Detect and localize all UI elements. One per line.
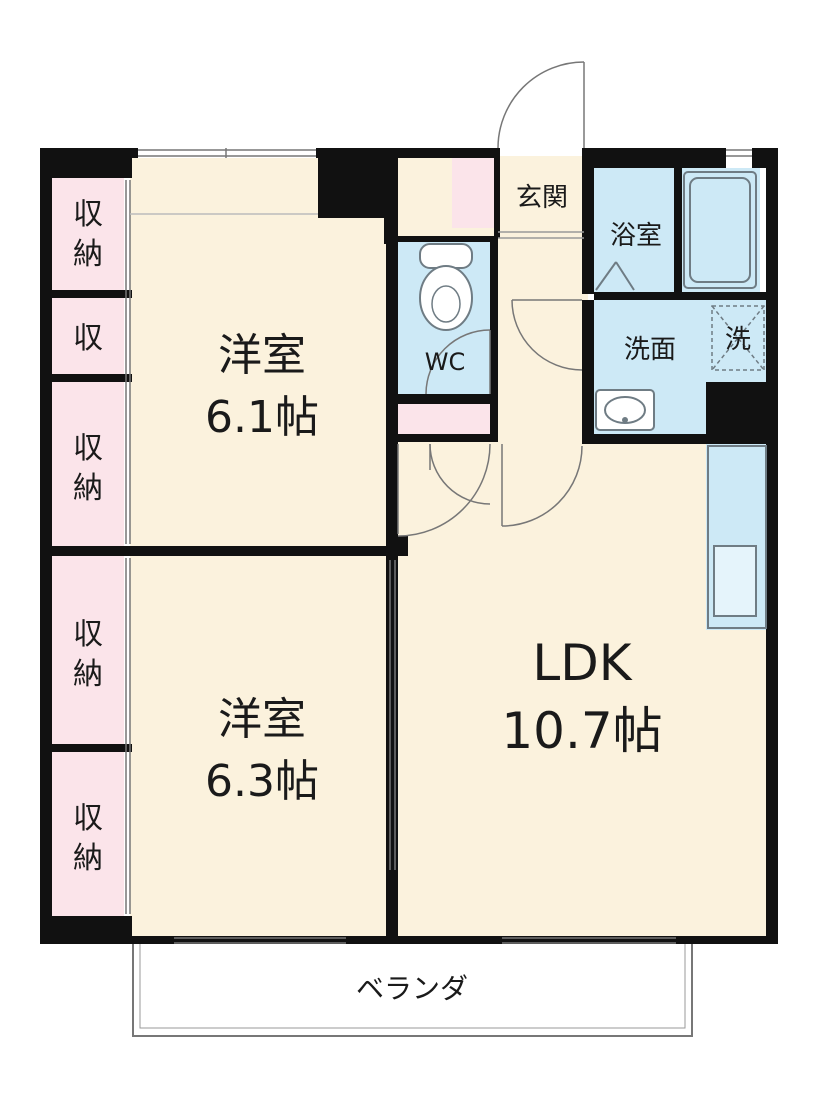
- closet-2-label: 収: [73, 321, 103, 356]
- closet-3: [52, 382, 124, 546]
- western-room-south-size: 6.3帖: [205, 756, 319, 807]
- closet-5: [52, 752, 124, 916]
- closet-2: [52, 298, 124, 374]
- labels: 洋室 6.1帖 洋室 6.3帖 LDK 10.7帖 玄関 浴室 洗面 洗 WC …: [73, 183, 751, 1005]
- bathroom-label: 浴室: [610, 221, 662, 251]
- closet-4: [52, 556, 124, 744]
- western-room-north-floor: [130, 158, 390, 548]
- balcony-label: ベランダ: [356, 972, 468, 1005]
- closet-3-label-top: 収: [73, 431, 103, 466]
- hall-closet: [398, 404, 490, 434]
- western-room-north-size: 6.1帖: [205, 392, 319, 443]
- closet-1-label-top: 収: [73, 197, 103, 232]
- door-swing-icon: [397, 61, 585, 537]
- closet-4-label-top: 収: [73, 617, 103, 652]
- ldk-size: 10.7帖: [501, 702, 662, 760]
- closet-5-label-top: 収: [73, 801, 103, 836]
- closet-1-label-bottom: 納: [73, 237, 103, 272]
- sink-icon: [595, 389, 655, 431]
- storage-fills: [52, 156, 496, 916]
- washer-icon: [711, 305, 765, 371]
- toilet-label: WC: [425, 348, 466, 376]
- western-room-south-name: 洋室: [218, 694, 306, 745]
- shoe-closet: [452, 156, 496, 228]
- western-room-south-floor: [130, 556, 390, 938]
- closet-5-label-bottom: 納: [73, 841, 103, 876]
- toilet-icon: [419, 243, 473, 331]
- entrance-floor: [498, 156, 588, 234]
- washroom-label: 洗面: [624, 335, 676, 365]
- window-lines: [125, 148, 752, 944]
- closet-1: [52, 178, 124, 290]
- closet-4-label-bottom: 納: [73, 657, 103, 692]
- walls: [40, 148, 778, 944]
- washer-label: 洗: [725, 325, 751, 355]
- kitchen-counter-icon: [707, 445, 767, 629]
- entrance-label: 玄関: [516, 183, 568, 213]
- closet-3-label-bottom: 納: [73, 471, 103, 506]
- ldk-name: LDK: [532, 634, 632, 692]
- western-room-north-name: 洋室: [218, 330, 306, 381]
- bathtub-icon: [595, 171, 757, 291]
